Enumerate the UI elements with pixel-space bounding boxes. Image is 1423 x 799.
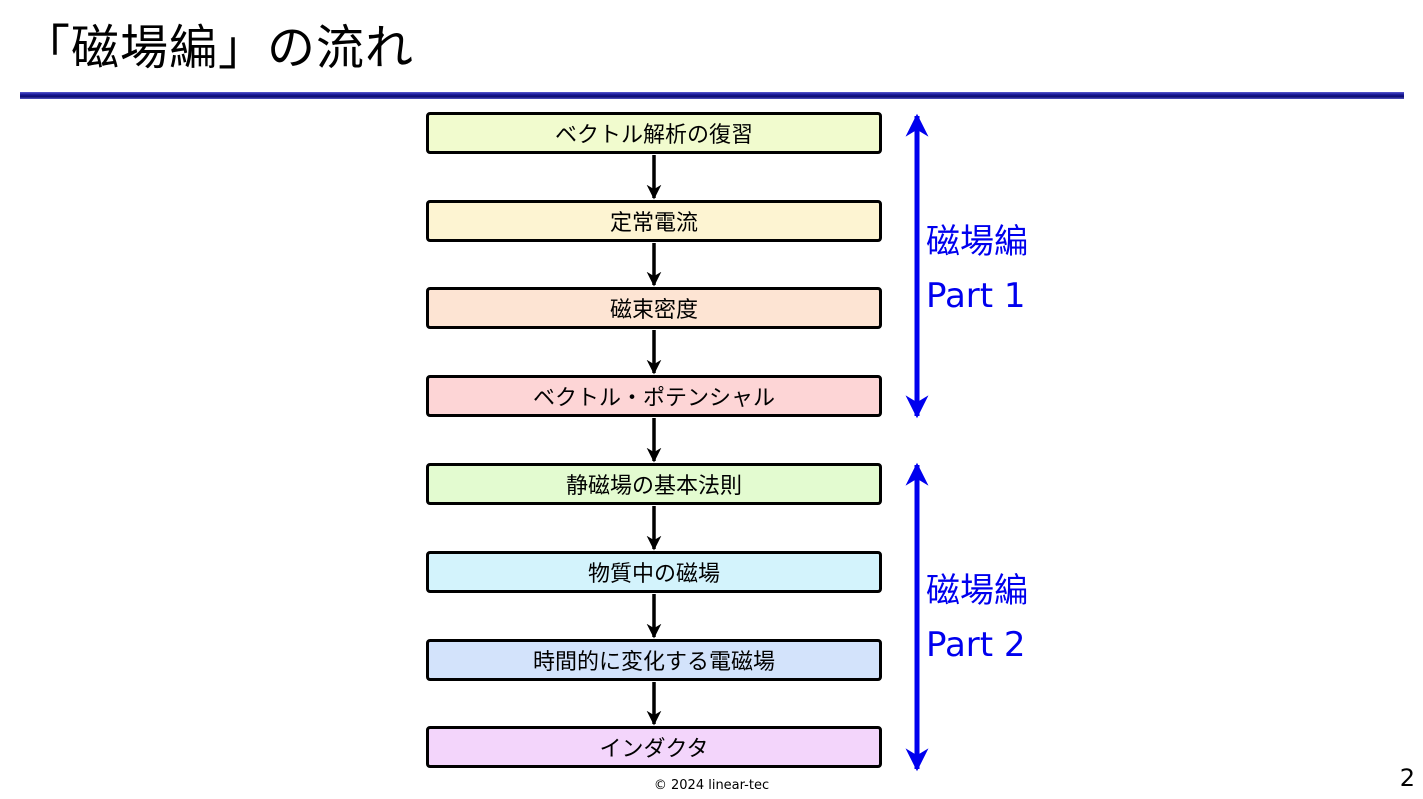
page-number: 2 [1399, 764, 1415, 792]
part2-label-title: 磁場編 [926, 571, 1028, 611]
flow-step-magnetic-flux-density: 磁束密度 [426, 287, 882, 329]
part2-label-subtitle: Part 2 [926, 625, 1026, 665]
title-rule [20, 92, 1404, 99]
part1-label-subtitle: Part 1 [926, 276, 1026, 316]
flow-step-steady-current: 定常電流 [426, 200, 882, 242]
part1-label-title: 磁場編 [926, 222, 1028, 262]
flow-step-magnetism-in-matter: 物質中の磁場 [426, 551, 882, 593]
flow-step-magnetostatic-laws: 静磁場の基本法則 [426, 463, 882, 505]
part2-label: 磁場編 Part 2 [926, 564, 1028, 672]
flow-step-vector-analysis: ベクトル解析の復習 [426, 112, 882, 154]
part1-label: 磁場編 Part 1 [926, 215, 1028, 323]
flow-step-vector-potential: ベクトル・ポテンシャル [426, 375, 882, 417]
flow-step-time-varying-fields: 時間的に変化する電磁場 [426, 639, 882, 681]
slide-title: 「磁場編」の流れ [22, 20, 415, 76]
copyright-footer: © 2024 linear-tec [653, 778, 770, 793]
flow-step-inductor: インダクタ [426, 726, 882, 768]
